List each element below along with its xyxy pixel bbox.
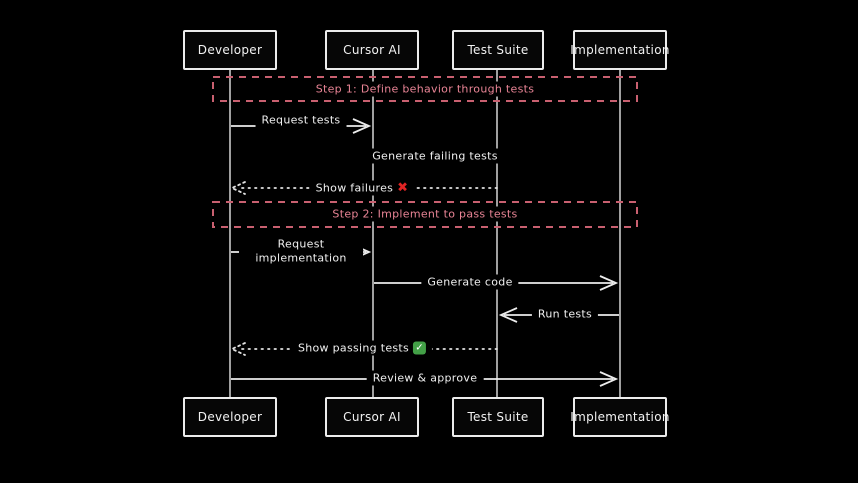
show-passing-tests-label: Show passing tests ✓	[291, 340, 433, 356]
actor-cursor-ai-top: Cursor AI	[325, 30, 419, 70]
check-mark-icon: ✓	[413, 341, 427, 355]
actor-label: Developer	[197, 43, 263, 57]
actor-test-suite-bottom: Test Suite	[452, 397, 544, 437]
actor-label: Cursor AI	[343, 43, 401, 57]
show-failures-label: Show failures ✖	[309, 180, 415, 196]
request-implementation-label: Request implementation	[239, 236, 363, 266]
actor-implementation-top: Implementation	[570, 30, 670, 70]
show-passing-tests-arrow	[229, 342, 498, 356]
actor-label: Cursor AI	[343, 410, 401, 424]
actor-cursor-ai-bottom: Cursor AI	[325, 397, 419, 437]
review-approve-label: Review & approve	[366, 370, 484, 386]
cross-mark-icon: ✖	[397, 180, 409, 196]
step2-label: Step 2: Implement to pass tests	[326, 206, 524, 222]
actor-developer-bottom: Developer	[183, 397, 277, 437]
actor-label: Implementation	[570, 43, 670, 57]
actor-label: Developer	[197, 410, 263, 424]
step1-label: Step 1: Define behavior through tests	[309, 81, 541, 97]
run-tests-label: Run tests	[531, 306, 599, 322]
actor-implementation-bottom: Implementation	[570, 397, 670, 437]
step1-band	[212, 76, 638, 102]
generate-failing-tests-label: Generate failing tests	[366, 148, 504, 164]
actor-label: Implementation	[570, 410, 670, 424]
actor-label: Test Suite	[467, 410, 529, 424]
actor-label: Test Suite	[467, 43, 529, 57]
generate-code-label: Generate code	[421, 274, 519, 290]
show-failures-arrow	[229, 181, 498, 195]
actor-test-suite-top: Test Suite	[452, 30, 544, 70]
step2-band	[212, 201, 638, 228]
actor-developer-top: Developer	[183, 30, 277, 70]
request-tests-label: Request tests	[255, 112, 347, 128]
